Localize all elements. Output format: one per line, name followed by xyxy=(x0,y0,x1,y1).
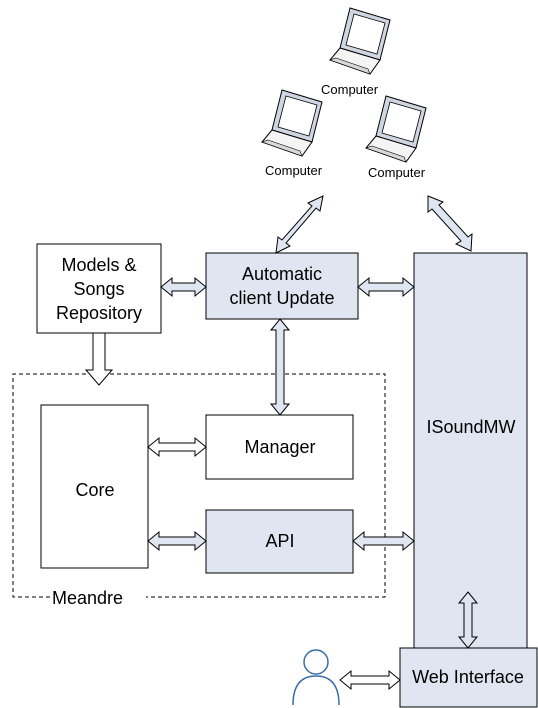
double-arrow xyxy=(275,195,324,254)
double-arrow xyxy=(160,276,207,298)
double-arrow xyxy=(457,591,479,649)
models-repository-box xyxy=(36,243,162,334)
meandre-label: Meandre xyxy=(52,588,123,608)
web-interface-label: Web Interface xyxy=(412,667,524,687)
isoundmw-label: ISoundMW xyxy=(426,417,515,437)
api-box xyxy=(205,509,354,574)
meandre-frame xyxy=(12,373,386,598)
core-label: Core xyxy=(75,480,114,500)
double-arrow xyxy=(427,195,473,252)
automatic-update-box xyxy=(205,252,359,320)
user-icon xyxy=(292,649,340,706)
models-box-line: Songs xyxy=(73,279,124,299)
laptop-icon xyxy=(261,89,323,157)
double-arrow xyxy=(147,530,207,552)
update-box-line: Automatic xyxy=(242,264,322,284)
laptop-icon xyxy=(329,7,391,75)
double-arrow xyxy=(147,436,207,458)
api-label: API xyxy=(265,531,294,551)
web-interface-box xyxy=(399,647,538,708)
computer-label: Computer xyxy=(265,163,323,178)
double-arrow xyxy=(352,530,415,552)
laptop-icon xyxy=(365,95,427,163)
core-box xyxy=(40,404,149,569)
double-arrow xyxy=(269,318,291,416)
computer-label: Computer xyxy=(368,165,426,180)
manager-box xyxy=(205,414,354,480)
double-arrow xyxy=(357,276,415,298)
computer-label: Computer xyxy=(321,82,379,97)
double-arrow xyxy=(339,669,401,691)
update-box-line: client Update xyxy=(229,288,334,308)
manager-label: Manager xyxy=(244,437,315,457)
down-arrow xyxy=(84,332,114,386)
models-box-line: Models & xyxy=(61,255,136,275)
models-box-line: Repository xyxy=(56,303,142,323)
